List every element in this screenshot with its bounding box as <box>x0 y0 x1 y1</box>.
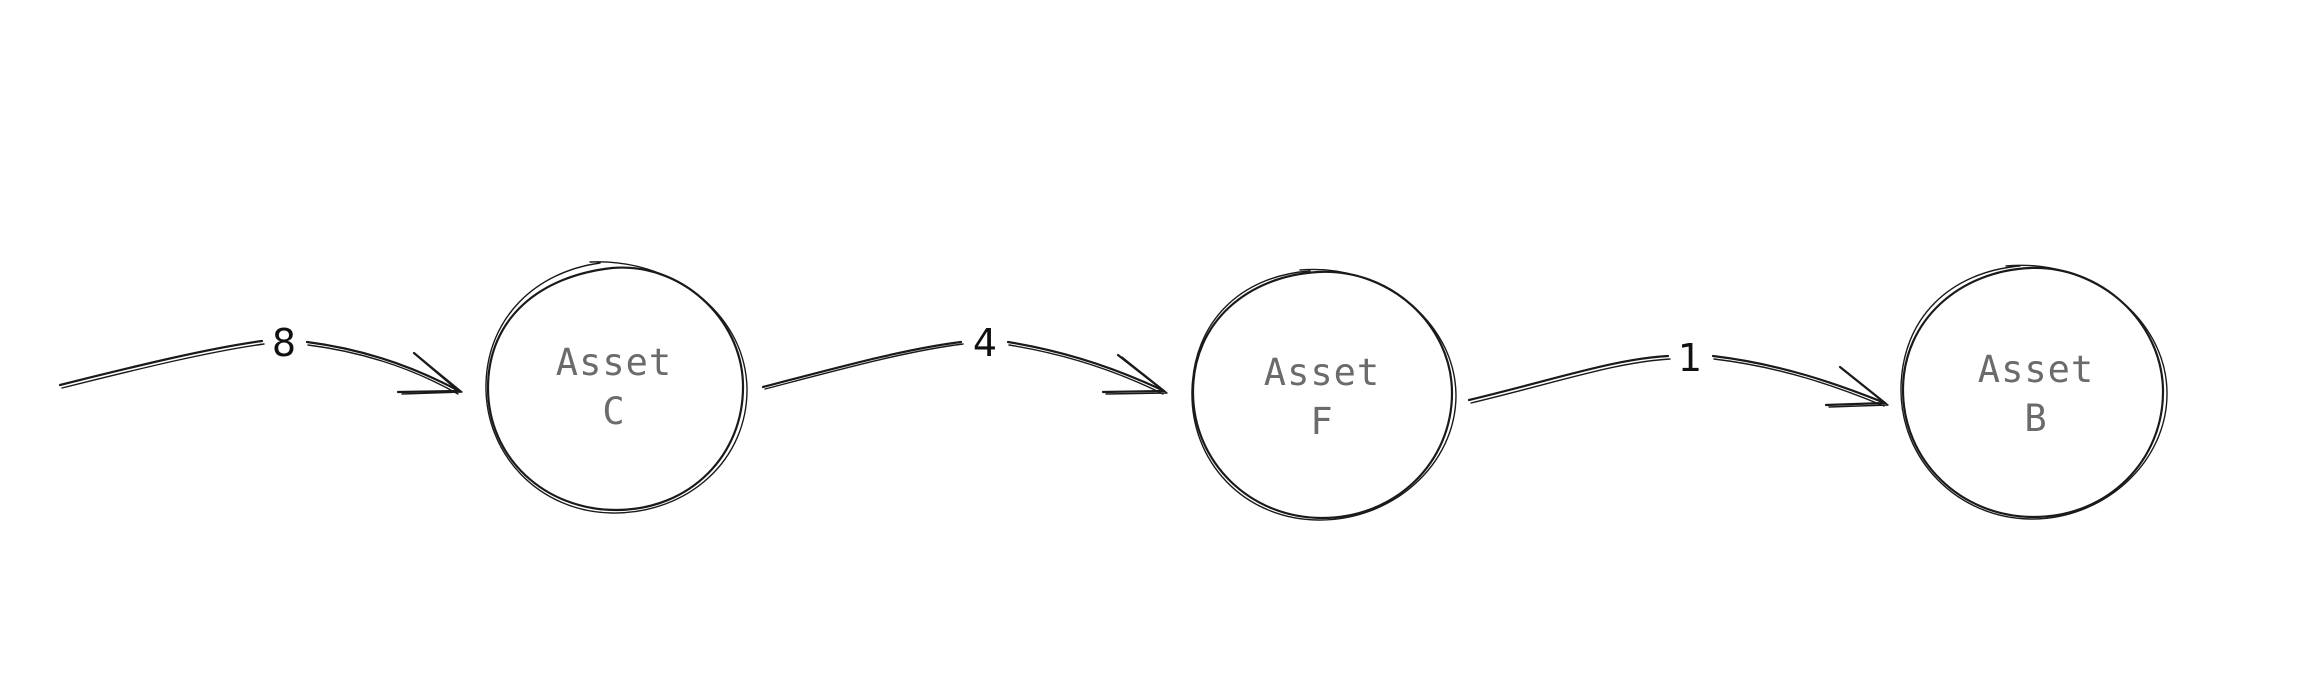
node-asset-c-line1: Asset <box>556 341 672 384</box>
edge-asset-c-to-asset-f: 4 <box>761 321 1168 395</box>
node-asset-f-line2: F <box>1310 400 1333 443</box>
node-asset-c: Asset C <box>485 261 748 514</box>
node-asset-f-line1: Asset <box>1264 351 1380 394</box>
edge-label-asset-c-to-asset-f: 4 <box>973 321 997 365</box>
node-asset-f: Asset F <box>1191 268 1457 521</box>
edge-label-asset-f-to-asset-b: 1 <box>1678 336 1702 380</box>
node-asset-b: Asset B <box>1900 264 2168 520</box>
node-asset-c-line2: C <box>602 390 625 433</box>
edge-into-asset-c: 8 <box>58 321 463 395</box>
edge-asset-f-to-asset-b: 1 <box>1467 336 1889 408</box>
node-asset-b-line1: Asset <box>1978 348 2094 391</box>
edge-label-into-asset-c: 8 <box>272 321 296 365</box>
node-asset-b-line2: B <box>2024 397 2047 440</box>
